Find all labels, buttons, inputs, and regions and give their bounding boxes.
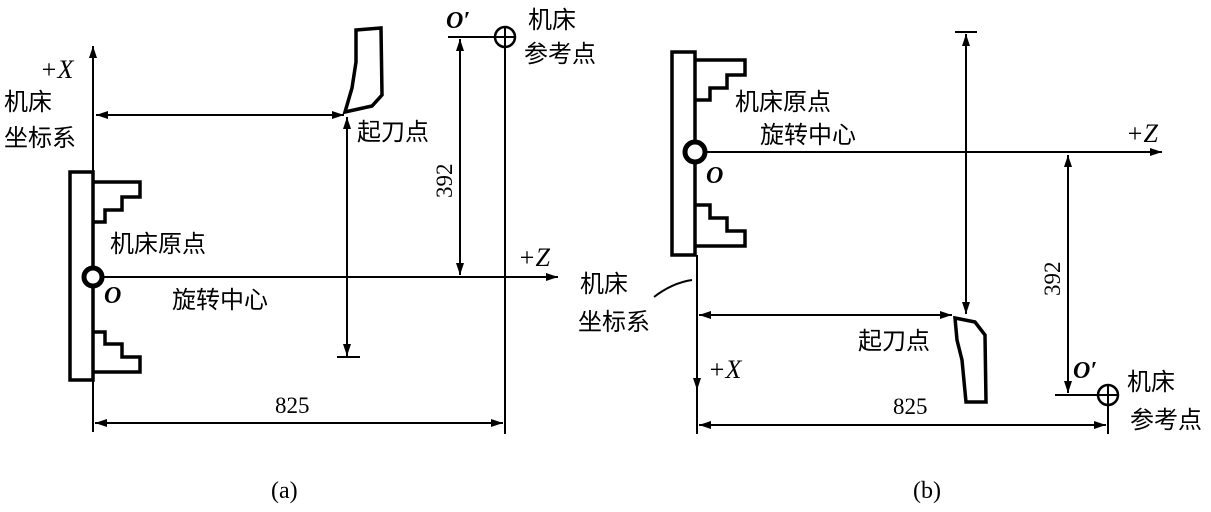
- tool-start-label: 起刀点: [858, 327, 930, 355]
- coord-system-label-line1: 机床: [580, 270, 628, 298]
- chuck-jaw-upper: [695, 58, 747, 102]
- x-axis-label: +X: [708, 355, 743, 384]
- panel-a: +X +Z 机床 坐标系 O 机床原点 旋转中心 起刀点 O′ 机床 参考点 3…: [4, 6, 596, 504]
- chuck-jaw-lower: [695, 203, 747, 248]
- origin-symbol: O: [706, 163, 723, 189]
- z-axis-label: +Z: [518, 243, 551, 272]
- cutting-tool: [953, 315, 988, 404]
- chuck-jaw-upper: [93, 180, 142, 224]
- machine-origin-label: 机床原点: [735, 88, 831, 116]
- reference-label-line2: 参考点: [1130, 406, 1202, 434]
- coord-system-leader: [653, 279, 693, 298]
- coord-system-label-line2: 坐标系: [578, 308, 650, 336]
- x-dimension-value: 392: [1040, 262, 1065, 297]
- machine-origin-label: 机床原点: [110, 230, 206, 258]
- reference-label-line1: 机床: [528, 6, 576, 34]
- rotation-center-label: 旋转中心: [172, 286, 268, 314]
- z-dimension-value: 825: [893, 394, 928, 419]
- machine-origin-marker: [81, 265, 105, 289]
- origin-symbol: O: [104, 283, 121, 309]
- tool-start-label: 起刀点: [357, 118, 429, 146]
- reference-symbol: O′: [1073, 358, 1097, 384]
- x-axis-label: +X: [40, 55, 75, 84]
- reference-label-line1: 机床: [1127, 368, 1175, 396]
- reference-symbol: O′: [446, 8, 470, 34]
- panel-caption: (b): [913, 478, 941, 504]
- z-dimension-value: 825: [275, 393, 310, 418]
- coord-system-label-line2: 坐标系: [4, 124, 76, 152]
- machine-origin-marker: [682, 139, 708, 165]
- reference-label-line2: 参考点: [524, 40, 596, 68]
- panel-caption: (a): [271, 478, 298, 504]
- x-dimension-value: 392: [432, 164, 457, 199]
- chuck-jaw-lower: [93, 330, 142, 374]
- panel-b: 机床原点 旋转中心 O +Z +X 机床 坐标系 起刀点 392 O′ 机床 参…: [578, 31, 1202, 504]
- z-axis-label: +Z: [1126, 119, 1159, 148]
- rotation-center-label: 旋转中心: [760, 121, 856, 149]
- coord-system-label-line1: 机床: [4, 88, 52, 116]
- cutting-tool: [342, 26, 384, 115]
